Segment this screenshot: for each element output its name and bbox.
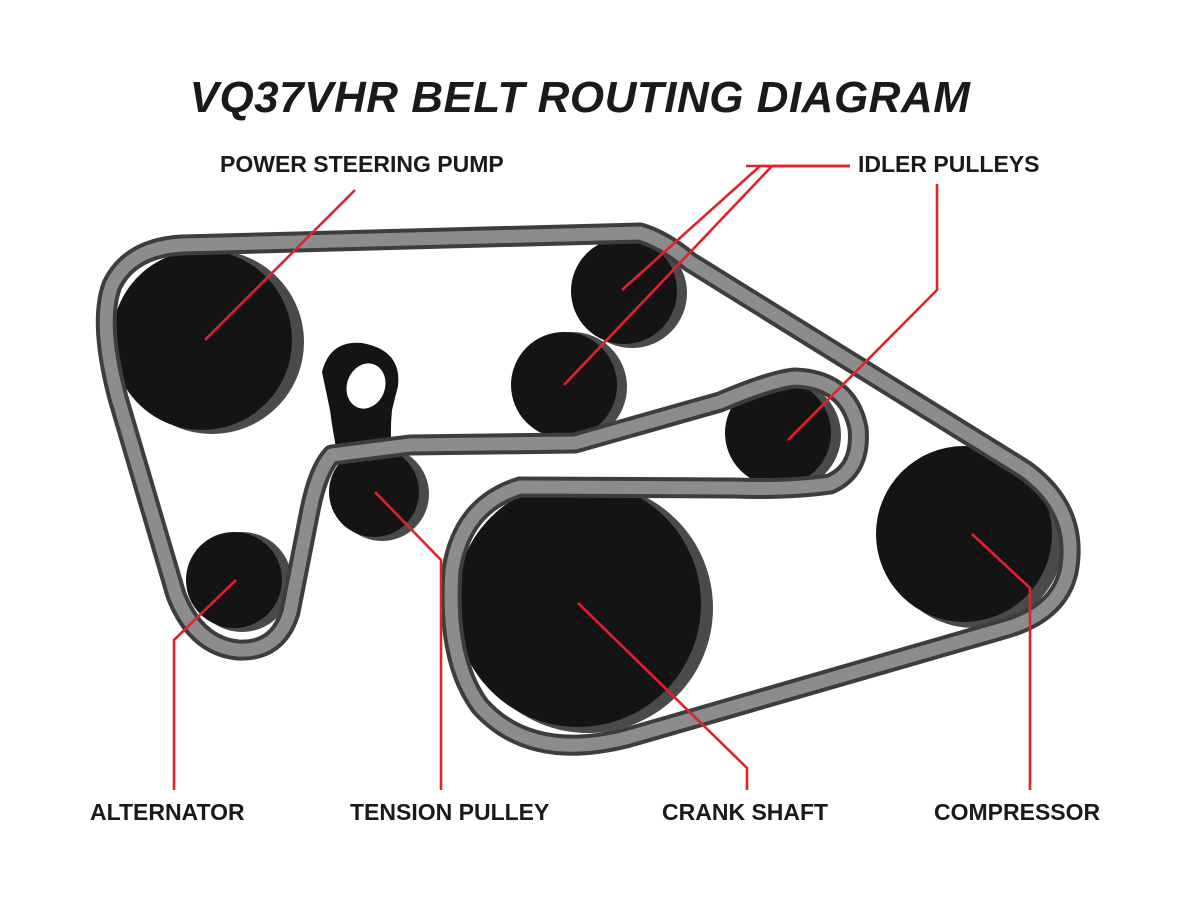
label-power-steering-pump: POWER STEERING PUMP — [220, 151, 504, 177]
leader-idler-right-drop — [787, 184, 939, 441]
label-tension-pulley: TENSION PULLEY — [350, 799, 549, 825]
label-crank-shaft: CRANK SHAFT — [662, 799, 828, 825]
diagram-title: VQ37VHR BELT ROUTING DIAGRAM — [190, 73, 972, 122]
leader-lines — [172, 164, 1032, 790]
belt-main — [95, 222, 1081, 756]
label-idler-pulleys: IDLER PULLEYS — [858, 151, 1039, 177]
label-compressor: COMPRESSOR — [934, 799, 1101, 825]
power-steering-pump-pulley — [112, 250, 304, 434]
idler-pulley-right — [725, 380, 841, 490]
compressor-pulley — [876, 446, 1064, 628]
label-alternator: ALTERNATOR — [90, 799, 245, 825]
leader-power-steering-pump — [204, 189, 356, 341]
alternator-pulley — [186, 532, 292, 632]
leader-compressor — [971, 533, 1032, 790]
leader-crank-shaft — [577, 602, 749, 790]
leader-tension-pulley — [374, 491, 443, 790]
crank-shaft-pulley — [455, 481, 713, 733]
leader-alternator — [172, 579, 237, 790]
